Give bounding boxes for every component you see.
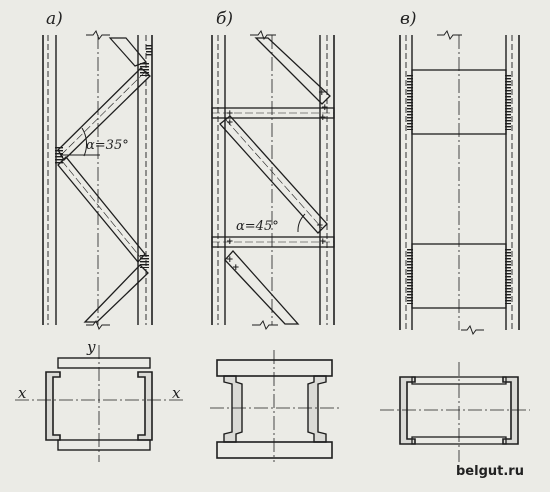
section-a-axis-y-top: y	[86, 338, 96, 356]
panel-c-welds	[407, 74, 511, 304]
panel-a-column	[42, 29, 153, 331]
svg-text:+: +	[316, 221, 324, 231]
panel-c-column	[399, 29, 520, 336]
section-a-axis-x-left: x	[18, 384, 27, 402]
panel-a-label: а)	[46, 9, 63, 29]
panel-b-label: б)	[216, 9, 233, 29]
svg-text:+: +	[226, 118, 234, 128]
panel-b-column	[211, 29, 335, 331]
svg-text:+: +	[321, 103, 329, 113]
section-c-cross-section	[380, 362, 530, 462]
panel-b-angle-label: α=45°	[236, 219, 279, 234]
watermark-text: belgut.ru	[456, 464, 524, 479]
svg-text:+: +	[226, 237, 234, 247]
svg-text:+: +	[319, 237, 327, 247]
svg-text:+: +	[226, 109, 234, 119]
section-a-axis-x-right: x	[172, 384, 181, 402]
svg-text:+: +	[226, 255, 234, 265]
panel-b-rivets: + + + + + + + + + +	[226, 88, 329, 273]
svg-text:+: +	[232, 263, 240, 273]
section-a-cross-section	[15, 345, 185, 462]
svg-text:+: +	[318, 88, 326, 98]
svg-text:+: +	[319, 113, 327, 123]
panel-a-angle-label: α=35°	[86, 138, 129, 153]
section-b-cross-section	[210, 350, 340, 462]
panel-a-welds	[55, 44, 152, 268]
panel-c-label: в)	[400, 9, 417, 29]
